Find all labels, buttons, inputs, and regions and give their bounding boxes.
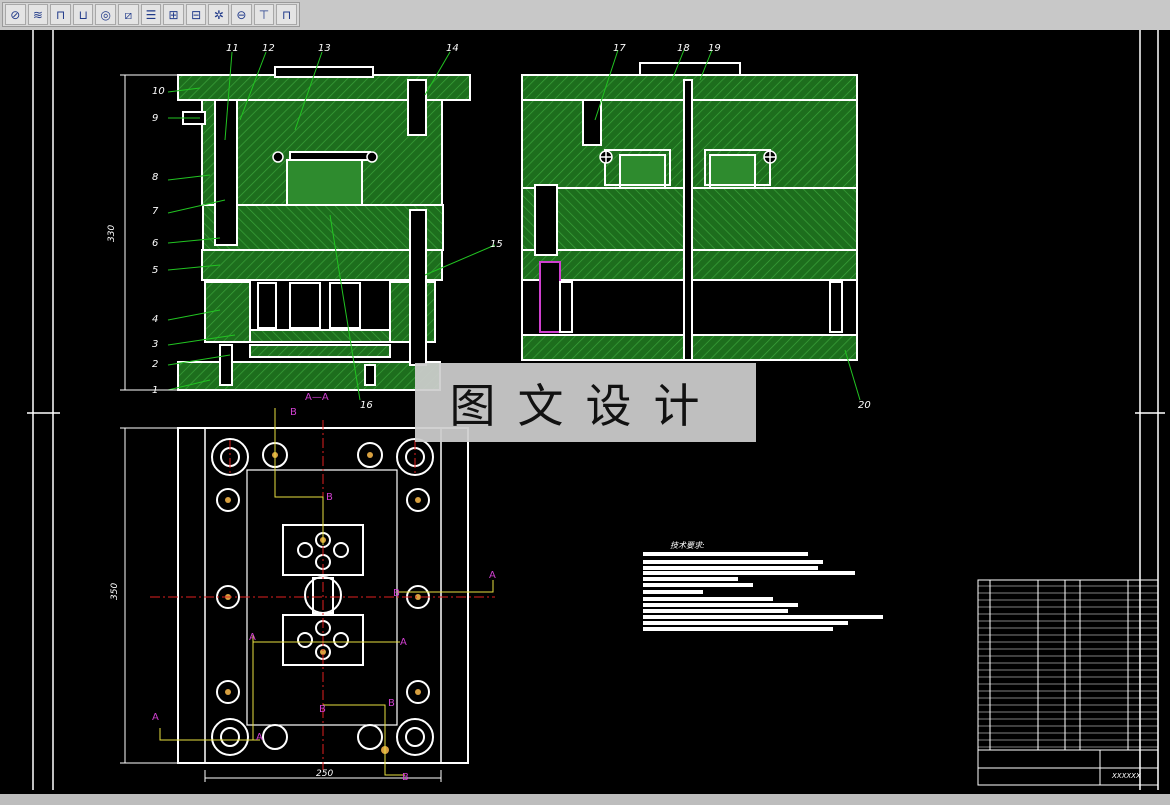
- part-number-label: 7: [152, 206, 159, 217]
- part-number-label: 20: [858, 400, 871, 411]
- part-number-label: 3: [152, 339, 158, 350]
- dim-height-bottom: 350: [110, 583, 120, 600]
- watermark: 图文设计: [415, 363, 756, 442]
- bom-rows: [978, 585, 1158, 748]
- plan-dimensions: [120, 427, 442, 782]
- toolbar: ⊘≋⊓⊔◎⧄☰⊞⊟✲⊖⊤⊓: [0, 0, 1170, 31]
- part-number-label: 1: [152, 385, 158, 396]
- title-block-code: XXXXXX: [1111, 772, 1141, 780]
- part-number-label: 19: [708, 43, 721, 54]
- section-title: A—A: [305, 392, 329, 403]
- circle-slash-icon[interactable]: ⊘: [5, 4, 26, 25]
- section-letter-a: A: [152, 712, 159, 723]
- part-number-label: 18: [677, 43, 690, 54]
- part-number-label: 9: [152, 113, 158, 124]
- section-lines: [159, 408, 494, 776]
- section-letter-b: B: [388, 698, 395, 709]
- plan-view-hole-centres: [225, 452, 421, 754]
- dim-width-bottom: 250: [316, 769, 333, 779]
- tech-requirements-title: 技术要求:: [670, 541, 705, 550]
- part-number-label: 17: [613, 43, 626, 54]
- center-lines: [150, 420, 495, 770]
- part-number-label: 6: [152, 238, 158, 249]
- tech-requirements-bars: [643, 552, 883, 631]
- ejector-pin-icon[interactable]: ⊞: [163, 4, 184, 25]
- clamp-icon[interactable]: ⊟: [185, 4, 207, 25]
- dimensions-top: [120, 74, 178, 391]
- section-letter-b: B: [326, 492, 333, 503]
- locating-ring-icon[interactable]: ◎: [95, 4, 117, 25]
- part-number-label: 11: [226, 43, 239, 54]
- part-number-label: 13: [318, 43, 331, 54]
- spring-icon[interactable]: ≋: [27, 4, 49, 25]
- taper-pin-icon[interactable]: ⊤: [253, 4, 275, 25]
- part-number-label: 2: [152, 359, 158, 370]
- screw-icon[interactable]: ⊖: [231, 4, 252, 25]
- screw-marks: [272, 150, 777, 164]
- part-number-label: 12: [262, 43, 275, 54]
- punch-icon[interactable]: ⊓: [50, 4, 71, 25]
- section-letter-a: A: [489, 570, 496, 581]
- die-insert-icon[interactable]: ⊔: [72, 4, 94, 25]
- section-letter-b: B: [402, 772, 409, 783]
- part-number-label: 16: [360, 400, 373, 411]
- section-letter-a: A: [400, 637, 407, 648]
- section-letter-a: A: [249, 632, 256, 643]
- section-letter-b: B: [393, 588, 400, 599]
- title-block: [977, 579, 1159, 786]
- part-number-label: 5: [152, 265, 158, 276]
- angled-lines-icon[interactable]: ⧄: [118, 4, 139, 25]
- part-number-label: 10: [152, 86, 165, 97]
- part-number-label: 14: [446, 43, 459, 54]
- section-letter-b: B: [319, 704, 326, 715]
- drawing-frame: [27, 30, 1165, 790]
- left-section-view: [177, 66, 471, 391]
- part-number-label: 4: [152, 314, 158, 325]
- tool-group: ⊘≋⊓⊔◎⧄☰⊞⊟✲⊖⊤⊓: [2, 2, 300, 27]
- dim-height-top: 330: [107, 225, 117, 242]
- right-section-view: [521, 62, 858, 361]
- gear-icon[interactable]: ✲: [208, 4, 230, 25]
- section-letter-b: B: [290, 407, 297, 418]
- guide-bar-icon[interactable]: ☰: [140, 4, 162, 25]
- status-bar: [0, 794, 1170, 805]
- leader-lines: [167, 49, 861, 401]
- section-letter-a: A: [256, 732, 263, 743]
- bushing-icon[interactable]: ⊓: [276, 4, 297, 25]
- part-number-label: 15: [490, 239, 503, 250]
- part-number-label: 8: [152, 172, 158, 183]
